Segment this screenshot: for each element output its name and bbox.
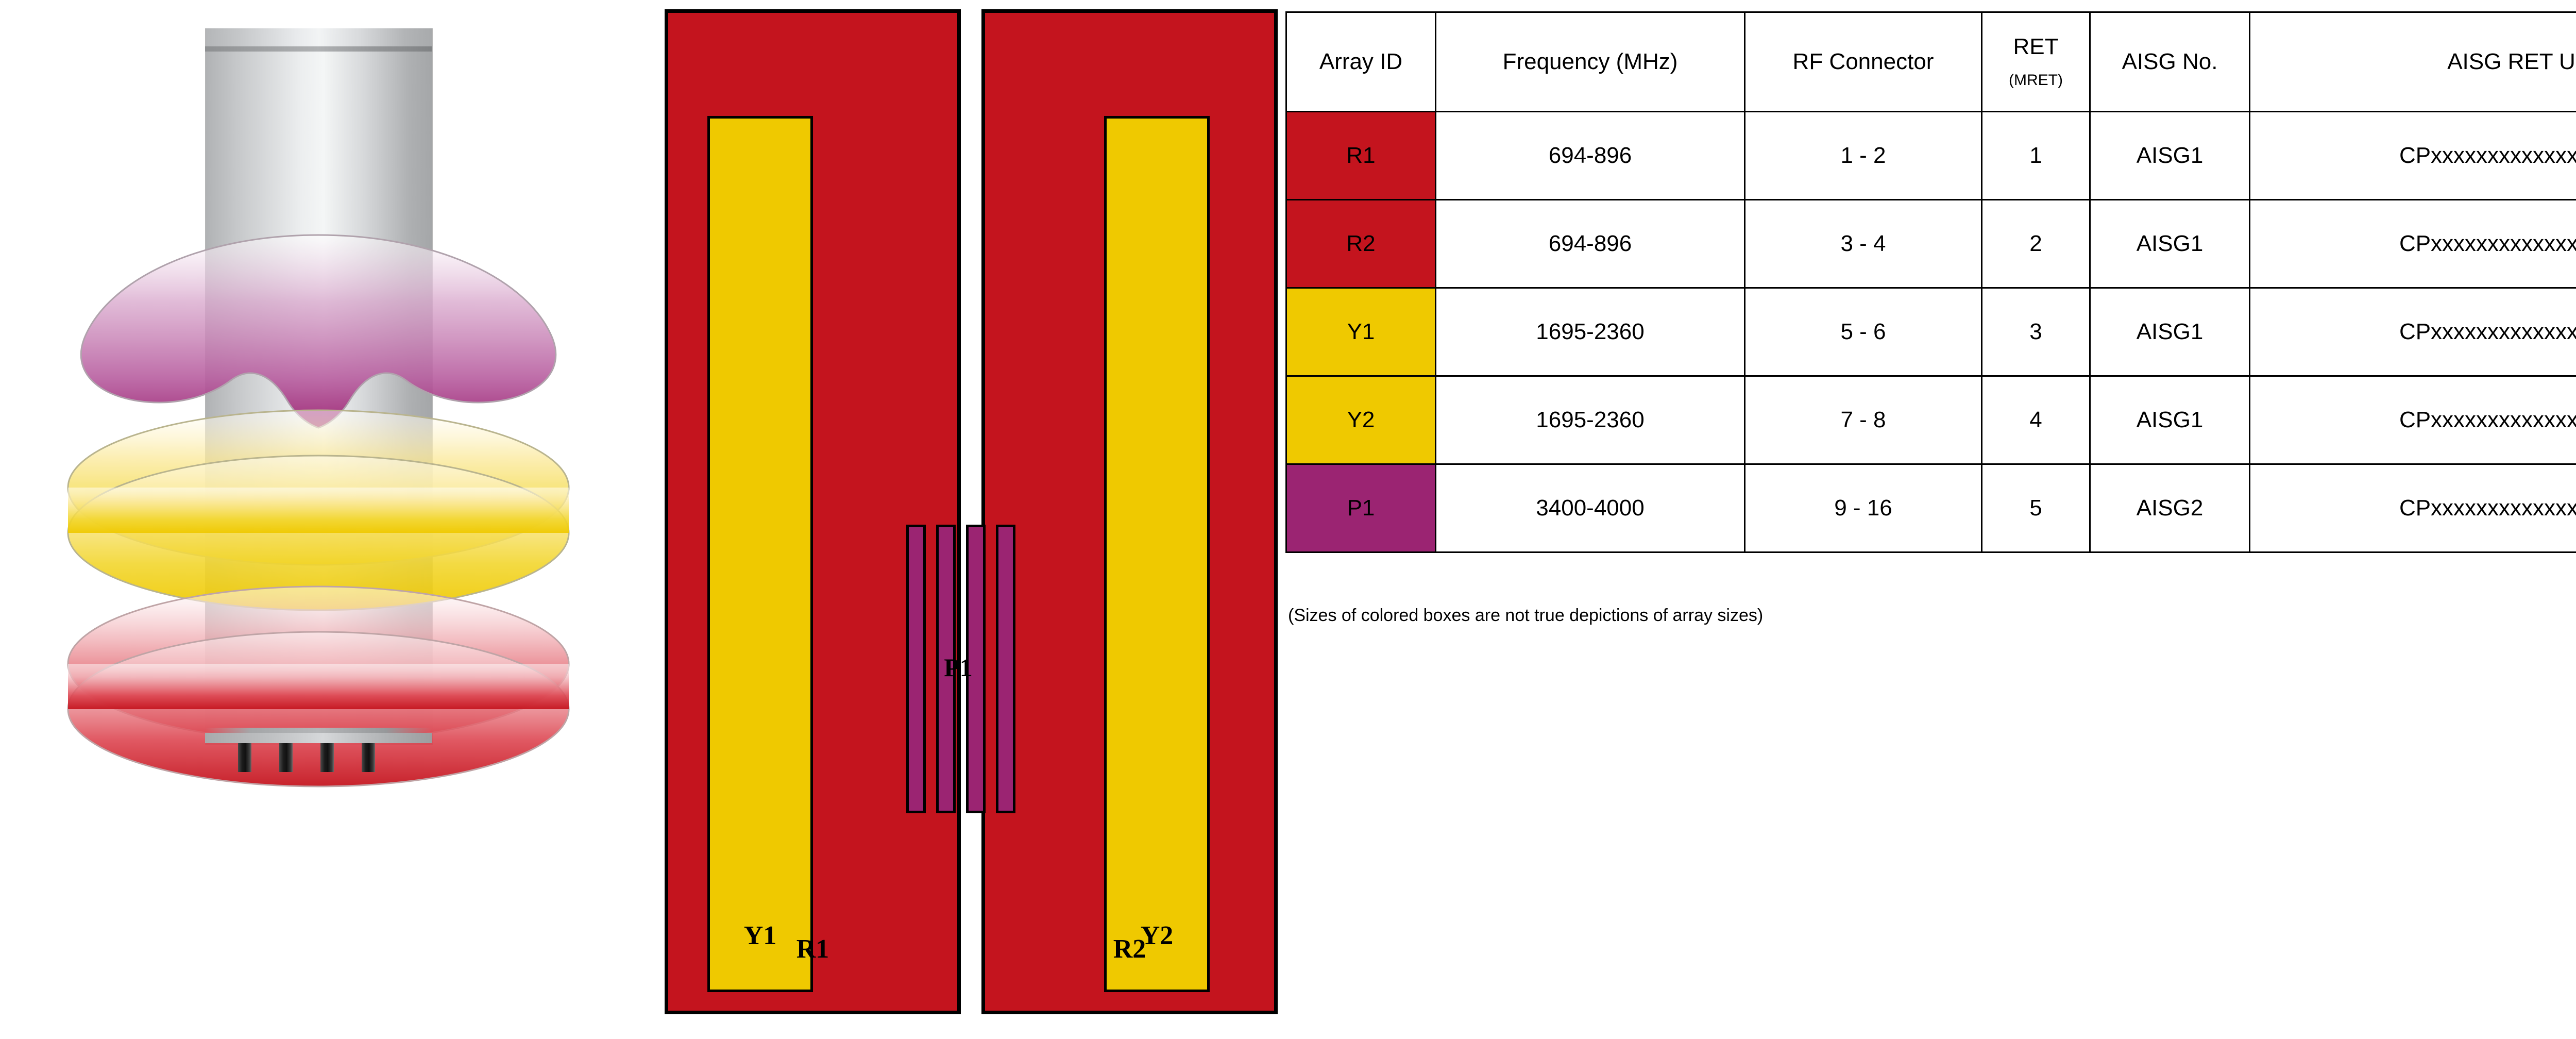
table-row: R2 694-896 3 - 4 2 AISG1 CPxxxxxxxxxxxxx… bbox=[1285, 199, 2576, 289]
p1-stripe-3 bbox=[966, 525, 986, 813]
cell-ret: 1 bbox=[1981, 111, 2091, 200]
cell-ret: 3 bbox=[1981, 287, 2091, 377]
array-block-label-y2: Y2 bbox=[1140, 921, 1174, 950]
cell-aisg-ret-uid: CPxxxxxxxxxxxxxxMM.2 bbox=[2249, 199, 2576, 289]
connector-pin-2 bbox=[279, 743, 293, 772]
cell-aisg-no: AISG2 bbox=[2089, 463, 2250, 553]
red-radiation-lobe-icon bbox=[67, 585, 570, 787]
purple-radiation-lobe-icon bbox=[80, 234, 557, 429]
cell-aisg-ret-uid: CPxxxxxxxxxxxxxxMM.3 bbox=[2249, 287, 2576, 377]
cell-frequency: 1695-2360 bbox=[1435, 375, 1745, 465]
col-header-ret: RET (MRET) bbox=[1981, 11, 2091, 112]
array-panel-diagram: Y1 Y2 P1 R1 R2 bbox=[639, 0, 1278, 1039]
col-header-ret-sub: (MRET) bbox=[2009, 72, 2063, 89]
radome-base bbox=[205, 733, 432, 743]
array-block-p1: P1 bbox=[899, 525, 1018, 813]
p1-stripe-4 bbox=[996, 525, 1015, 813]
cell-array-id: Y2 bbox=[1285, 375, 1436, 465]
col-header-frequency: Frequency (MHz) bbox=[1435, 11, 1745, 112]
cell-ret: 4 bbox=[1981, 375, 2091, 465]
radome-top-ring bbox=[205, 46, 432, 53]
cell-aisg-no: AISG1 bbox=[2089, 111, 2250, 200]
cell-aisg-no: AISG1 bbox=[2089, 375, 2250, 465]
cell-array-id: R1 bbox=[1285, 111, 1436, 200]
antenna-illustration bbox=[0, 0, 639, 1039]
cell-ret: 2 bbox=[1981, 199, 2091, 289]
col-header-aisg-no: AISG No. bbox=[2089, 11, 2250, 112]
array-spec-table: Array ID Frequency (MHz) RF Connector RE… bbox=[1285, 11, 2576, 553]
panel-label-r2: R2 bbox=[1113, 934, 1146, 964]
cell-rf-connector: 9 - 16 bbox=[1744, 463, 1982, 553]
col-header-array-id: Array ID bbox=[1285, 11, 1436, 112]
p1-stripe-1 bbox=[906, 525, 926, 813]
panel-label-r1: R1 bbox=[796, 934, 829, 964]
col-header-ret-main: RET bbox=[2013, 34, 2059, 60]
cell-aisg-no: AISG1 bbox=[2089, 199, 2250, 289]
connector-pin-3 bbox=[320, 743, 334, 772]
array-block-y2: Y2 bbox=[1104, 116, 1210, 992]
connector-pin-4 bbox=[362, 743, 375, 772]
cell-rf-connector: 1 - 2 bbox=[1744, 111, 1982, 200]
table-row: Y1 1695-2360 5 - 6 3 AISG1 CPxxxxxxxxxxx… bbox=[1285, 287, 2576, 377]
array-block-y1: Y1 bbox=[707, 116, 813, 992]
yellow-radiation-lobe-icon bbox=[67, 409, 570, 611]
cell-array-id: P1 bbox=[1285, 463, 1436, 553]
cell-rf-connector: 7 - 8 bbox=[1744, 375, 1982, 465]
cell-frequency: 1695-2360 bbox=[1435, 287, 1745, 377]
cell-array-id: R2 bbox=[1285, 199, 1436, 289]
cell-aisg-ret-uid: CPxxxxxxxxxxxxxxMM.1 bbox=[2249, 111, 2576, 200]
col-header-aisg-ret-uid: AISG RET UID bbox=[2249, 11, 2576, 112]
cell-aisg-ret-uid: CPxxxxxxxxxxxxxxMM.1 bbox=[2249, 463, 2576, 553]
table-row: Y2 1695-2360 7 - 8 4 AISG1 CPxxxxxxxxxxx… bbox=[1285, 375, 2576, 465]
table-caption: (Sizes of colored boxes are not true dep… bbox=[1288, 606, 1764, 625]
array-spec-table-region: Array ID Frequency (MHz) RF Connector RE… bbox=[1278, 0, 2576, 1039]
cell-frequency: 3400-4000 bbox=[1435, 463, 1745, 553]
table-header-row: Array ID Frequency (MHz) RF Connector RE… bbox=[1285, 11, 2576, 112]
array-block-label-p1: P1 bbox=[944, 653, 973, 682]
cell-frequency: 694-896 bbox=[1435, 199, 1745, 289]
radome-bottom-ring bbox=[205, 728, 432, 733]
cell-aisg-no: AISG1 bbox=[2089, 287, 2250, 377]
col-header-rf-connector: RF Connector bbox=[1744, 11, 1982, 112]
cell-rf-connector: 3 - 4 bbox=[1744, 199, 1982, 289]
cell-ret: 5 bbox=[1981, 463, 2091, 553]
p1-stripe-2 bbox=[936, 525, 956, 813]
cell-rf-connector: 5 - 6 bbox=[1744, 287, 1982, 377]
table-row: R1 694-896 1 - 2 1 AISG1 CPxxxxxxxxxxxxx… bbox=[1285, 111, 2576, 200]
cell-array-id: Y1 bbox=[1285, 287, 1436, 377]
table-row: P1 3400-4000 9 - 16 5 AISG2 CPxxxxxxxxxx… bbox=[1285, 463, 2576, 553]
cell-aisg-ret-uid: CPxxxxxxxxxxxxxxMM.4 bbox=[2249, 375, 2576, 465]
connector-pin-1 bbox=[238, 743, 251, 772]
array-block-label-y1: Y1 bbox=[743, 921, 777, 950]
cell-frequency: 694-896 bbox=[1435, 111, 1745, 200]
